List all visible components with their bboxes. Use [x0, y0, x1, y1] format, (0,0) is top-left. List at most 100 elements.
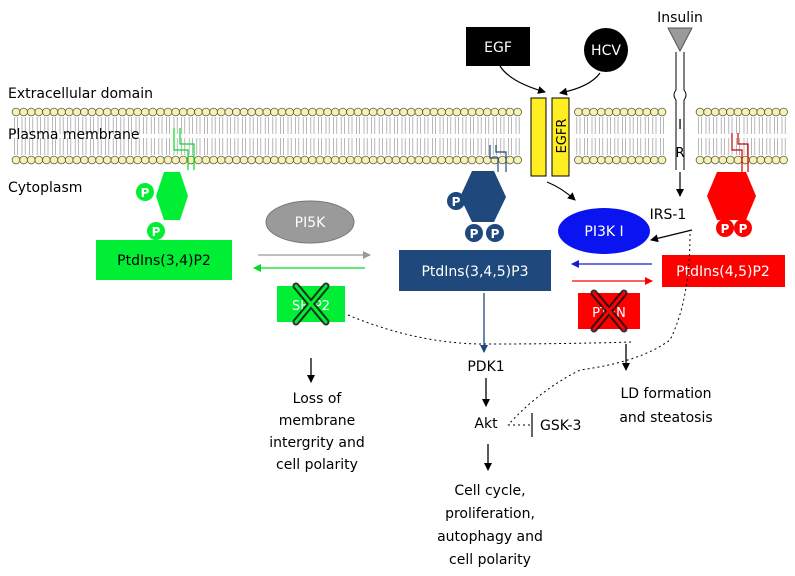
lipid-head: [300, 155, 310, 165]
lipid-head: [741, 107, 750, 117]
green-anchor-stem: [173, 128, 195, 170]
lipid-head: [634, 155, 644, 165]
lipid-head: [399, 107, 408, 117]
lipid-head: [254, 107, 264, 117]
extracellular-domain-label: Extracellular domain: [8, 86, 153, 102]
lipid-head: [596, 155, 606, 165]
lipid-head: [148, 107, 158, 117]
egf-ligand: EGF: [466, 27, 530, 66]
lipid-head: [368, 107, 378, 117]
plasma-membrane-bilayer: [11, 107, 788, 165]
lipid-head: [186, 107, 196, 117]
phosphate-icon: [136, 183, 154, 201]
lipid-head: [361, 155, 370, 165]
lipid-head: [748, 107, 758, 117]
lipid-head: [209, 107, 218, 117]
lipid-head: [490, 107, 500, 117]
lipid-head: [422, 155, 431, 165]
lipid-head: [224, 155, 234, 165]
lipid-head: [315, 155, 325, 165]
lipid-head: [118, 155, 127, 165]
lipid-head: [239, 155, 249, 165]
lipid-head: [277, 155, 287, 165]
lipid-head: [11, 107, 21, 117]
lipid-head: [102, 107, 112, 117]
lipid-head: [110, 155, 120, 165]
lipid-head: [72, 155, 82, 165]
loss-outcome-text: Loss of membrane intergrity and cell pol…: [269, 391, 364, 473]
outcome-line: membrane: [279, 413, 356, 429]
lipid-head: [475, 155, 484, 165]
outcome-line: intergrity and: [269, 435, 364, 451]
lipid-head: [19, 155, 28, 165]
insulin-receptor: I R: [673, 52, 687, 170]
irs1-to-pi3k-arrow: [650, 229, 693, 243]
lipid-head: [642, 155, 652, 165]
green-phosphoinositide: P P: [136, 172, 188, 240]
egfr-label: EGFR: [555, 119, 570, 154]
lipid-head: [64, 155, 74, 165]
lipid-head: [110, 107, 120, 117]
pten-node: PTEN: [578, 289, 640, 333]
lipid-head: [475, 107, 484, 117]
lipid-head: [703, 155, 712, 165]
lipid-head: [323, 155, 332, 165]
lipid-head: [650, 155, 659, 165]
lipid-head: [574, 107, 583, 117]
lipid-head: [80, 155, 89, 165]
lipid-head: [384, 155, 393, 165]
egf-label: EGF: [484, 40, 512, 56]
lipid-head: [308, 155, 317, 165]
lipid-head: [19, 107, 28, 117]
hcv-to-egfr-arrow: [559, 72, 601, 96]
lipid-head: [429, 155, 439, 165]
lipid-head: [437, 155, 446, 165]
lipid-head: [406, 107, 416, 117]
lipid-head: [589, 107, 598, 117]
lipid-head: [323, 107, 332, 117]
lipid-head: [87, 155, 97, 165]
lipid-head: [391, 155, 401, 165]
lipid-head: [726, 155, 735, 165]
ship2-node: SHIP2: [277, 282, 345, 326]
lipid-head: [49, 107, 59, 117]
lipid-head: [140, 155, 150, 165]
lipid-head: [270, 107, 279, 117]
phosphate-label: P: [491, 227, 500, 241]
lipid-head: [498, 155, 507, 165]
pdk1-label: PDK1: [467, 359, 504, 375]
lipid-head: [102, 155, 112, 165]
lipid-head: [140, 107, 150, 117]
lipid-head: [376, 155, 386, 165]
lipid-head: [216, 107, 226, 117]
lipid-head: [619, 155, 629, 165]
lipid-head: [764, 155, 773, 165]
lipid-head: [634, 107, 644, 117]
lipid-head: [650, 107, 659, 117]
lipid-head: [64, 107, 74, 117]
lipid-head: [11, 155, 21, 165]
lipid-head: [771, 107, 781, 117]
lipid-head: [224, 107, 234, 117]
lipid-head: [201, 107, 211, 117]
lipid-head: [574, 155, 583, 165]
egfr-to-pi3k-arrow: [546, 181, 576, 201]
lipid-head: [330, 155, 340, 165]
lipid-head: [406, 155, 416, 165]
lipid-head: [429, 107, 439, 117]
lipid-head: [254, 155, 264, 165]
lipid-head: [657, 155, 667, 165]
lipid-head: [353, 107, 363, 117]
lipid-head: [171, 155, 180, 165]
lipid-head: [270, 155, 279, 165]
ir-label-r: R: [675, 146, 684, 161]
lipid-head: [57, 155, 66, 165]
lipid-head: [505, 155, 515, 165]
lipid-head: [292, 155, 302, 165]
lipid-head: [604, 155, 614, 165]
lipid-head: [133, 107, 142, 117]
lipid-head: [247, 155, 256, 165]
lipid-head: [42, 155, 51, 165]
lipid-head: [581, 107, 591, 117]
